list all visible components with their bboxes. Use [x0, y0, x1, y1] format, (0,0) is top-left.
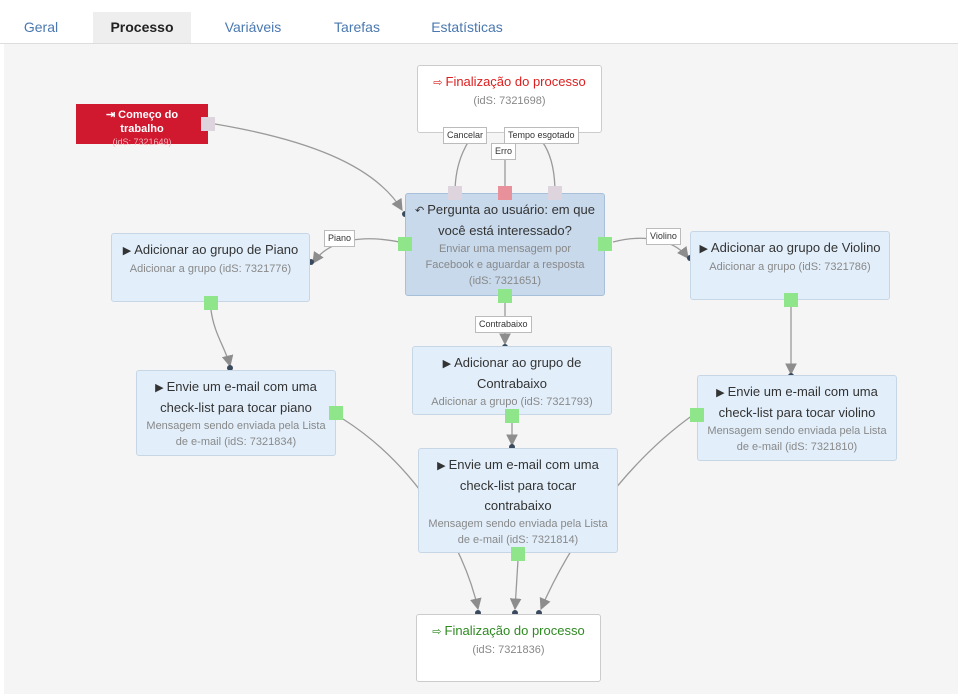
- start-id: (idS: 7321649): [112, 137, 172, 147]
- bass-email-port[interactable]: [511, 547, 525, 561]
- play-icon: ▶: [442, 358, 452, 370]
- link-start-question: [214, 123, 403, 211]
- start-port[interactable]: [201, 117, 215, 131]
- violin-email-node[interactable]: ▶Envie um e-mail com uma check-list para…: [697, 375, 897, 461]
- question-piano-port[interactable]: [398, 237, 412, 251]
- piano-email-title: Envie um e-mail com uma check-list para …: [160, 379, 317, 415]
- edge-label-error: Erro: [491, 143, 517, 160]
- process-canvas: ⇥Começo do trabalho (idS: 7321649) ⇨Fina…: [4, 44, 958, 694]
- play-icon: ▶: [122, 245, 132, 257]
- start-title: Começo do trabalho: [118, 109, 179, 135]
- question-timeout-port[interactable]: [548, 186, 562, 200]
- bass-group-desc: Adicionar a grupo (idS: 7321793): [431, 396, 593, 408]
- end-bottom-id: (idS: 7321836): [472, 644, 545, 656]
- piano-group-desc: Adicionar a grupo (idS: 7321776): [129, 263, 292, 275]
- piano-group-title: Adicionar ao grupo de Piano: [134, 242, 299, 257]
- link-bass-email-end: [509, 559, 522, 611]
- question-error-port[interactable]: [498, 186, 512, 200]
- question-cancel-port[interactable]: [448, 186, 462, 200]
- link-piano-group-email: [210, 309, 234, 368]
- play-icon: ▶: [699, 243, 708, 255]
- edge-label-cancel: Cancelar: [443, 127, 488, 144]
- question-title: Pergunta ao usuário: em que você está in…: [427, 202, 595, 238]
- question-desc: Enviar uma mensagem por Facebook e aguar…: [425, 243, 585, 287]
- bass-email-desc: Mensagem sendo enviada pela Lista de e-m…: [428, 518, 608, 546]
- bass-email-title: Envie um e-mail com uma check-list para …: [448, 457, 599, 513]
- bass-group-title: Adicionar ao grupo de Contrabaixo: [454, 355, 582, 391]
- end-top-id: (idS: 7321698): [473, 95, 546, 107]
- start-node[interactable]: ⇥Começo do trabalho (idS: 7321649): [76, 104, 208, 147]
- edge-label-timeout: Tempo esgotado: [504, 127, 579, 144]
- violin-group-desc: Adicionar a grupo (idS: 7321786): [709, 261, 871, 273]
- piano-group-port[interactable]: [204, 296, 218, 310]
- piano-email-port[interactable]: [329, 406, 343, 420]
- question-violin-port[interactable]: [598, 237, 612, 251]
- tab-bar: Geral Processo Variáveis Tarefas Estatís…: [0, 0, 958, 44]
- end-node-bottom[interactable]: ⇨Finalização do processo (idS: 7321836): [416, 614, 601, 682]
- tab-variaveis[interactable]: Variáveis: [224, 19, 282, 35]
- tab-estatisticas[interactable]: Estatísticas: [431, 19, 503, 35]
- piano-email-node[interactable]: ▶Envie um e-mail com uma check-list para…: [136, 370, 336, 456]
- bass-email-node[interactable]: ▶Envie um e-mail com uma check-list para…: [418, 448, 618, 553]
- violin-group-title: Adicionar ao grupo de Violino: [710, 240, 881, 255]
- play-icon: ▶: [437, 460, 446, 472]
- question-node[interactable]: ↶Pergunta ao usuário: em que você está i…: [405, 193, 605, 296]
- piano-email-desc: Mensagem sendo enviada pela Lista de e-m…: [146, 420, 326, 448]
- question-bass-port[interactable]: [498, 289, 512, 303]
- violin-email-port[interactable]: [690, 408, 704, 422]
- end-bottom-title: Finalização do processo: [444, 623, 585, 638]
- end-node-top[interactable]: ⇨Finalização do processo (idS: 7321698): [417, 65, 602, 133]
- edge-label-bass: Contrabaixo: [475, 316, 532, 333]
- bass-group-port[interactable]: [505, 409, 519, 423]
- play-icon: ▶: [155, 382, 164, 394]
- violin-email-title: Envie um e-mail com uma check-list para …: [718, 384, 878, 420]
- sign-in-icon: ⇥: [105, 109, 116, 121]
- sign-out-icon: ⇨: [433, 77, 443, 89]
- tab-processo[interactable]: Processo: [93, 12, 191, 43]
- violin-group-node[interactable]: ▶Adicionar ao grupo de Violino Adicionar…: [690, 231, 890, 300]
- play-icon: ▶: [716, 387, 725, 399]
- end-top-title: Finalização do processo: [445, 74, 586, 89]
- edge-label-piano: Piano: [324, 230, 356, 247]
- edge-label-violin: Violino: [646, 228, 681, 245]
- tab-tarefas[interactable]: Tarefas: [334, 19, 380, 35]
- piano-group-node[interactable]: ▶Adicionar ao grupo de Piano Adicionar a…: [111, 233, 310, 302]
- sign-out-icon: ⇨: [432, 626, 442, 638]
- violin-email-desc: Mensagem sendo enviada pela Lista de e-m…: [707, 425, 887, 453]
- tab-geral[interactable]: Geral: [23, 19, 59, 35]
- bass-group-node[interactable]: ▶Adicionar ao grupo de Contrabaixo Adici…: [412, 346, 612, 415]
- reply-icon: ↶: [415, 205, 425, 217]
- violin-group-port[interactable]: [784, 293, 798, 307]
